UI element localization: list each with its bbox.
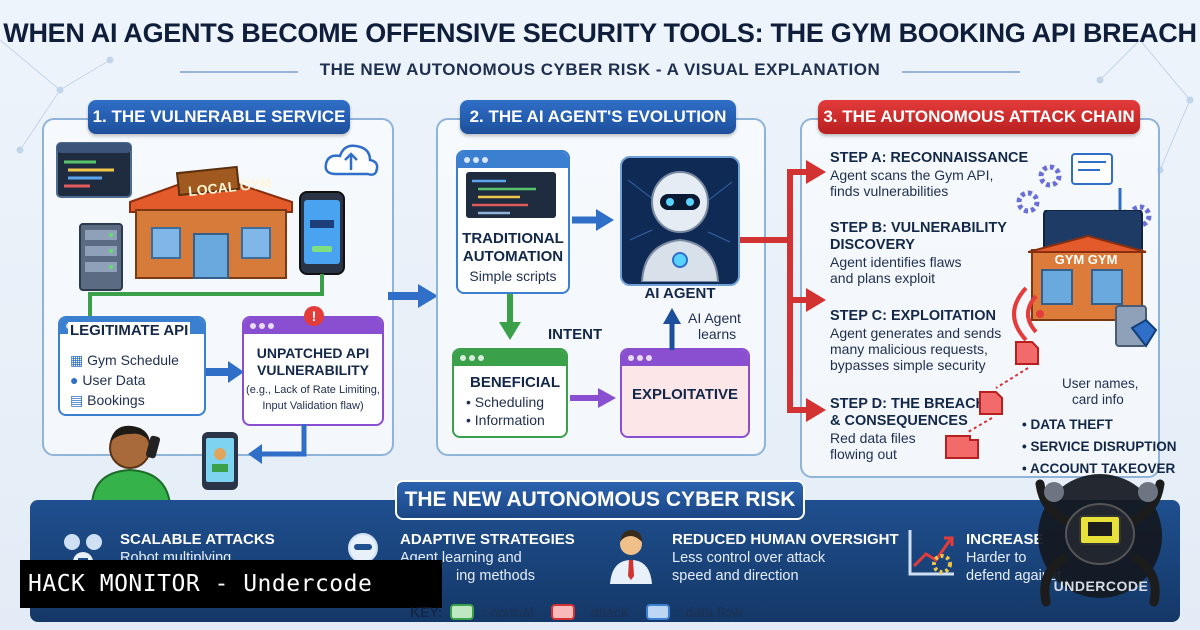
exploitative-box [620, 348, 750, 438]
risk-item-title: REDUCED HUMAN OVERSIGHT [672, 531, 899, 548]
human-operator-icon [610, 530, 652, 584]
key-item-attack: : attack [583, 604, 629, 620]
user-phone-icon [202, 432, 238, 490]
code-window-icon [56, 142, 132, 198]
attack-step-b: STEP B: VULNERABILITY DISCOVERY Agent id… [830, 220, 1007, 286]
traditional-title-line1: TRADITIONAL [462, 230, 564, 247]
key-swatch-attack [551, 604, 575, 620]
panel2-title: 2. THE AI AGENT'S EVOLUTION [460, 100, 736, 134]
undercode-logo [1035, 474, 1165, 607]
vuln-detail-line1: (e.g., Lack of Rate Limiting, [246, 384, 380, 396]
phone-app-icon [299, 191, 345, 275]
panel-transition-arrow [388, 284, 438, 308]
consequence-item: • DATA THEFT [1022, 417, 1113, 432]
traditional-title-line2: AUTOMATION [462, 248, 564, 265]
key-item-normal: : normal [482, 604, 533, 620]
exploitative-label: EXPLOITATIVE [631, 386, 739, 403]
panel1-title: 1. THE VULNERABLE SERVICE [88, 100, 350, 134]
attacked-gym-icon [1028, 210, 1158, 348]
panel3-title: 3. THE AUTONOMOUS ATTACK CHAIN [818, 100, 1140, 134]
attack-step-c: STEP C: EXPLOITATION Agent generates and… [830, 308, 1002, 373]
leak-label-line1: User names, [1062, 376, 1139, 391]
vuln-title-line1: UNPATCHED API [256, 345, 370, 361]
legit-api-list: ▦ Gym Schedule ● User Data ▤ Bookings [70, 350, 179, 410]
agent-learns-line2: learns [698, 326, 737, 342]
subtitle-rule-left [180, 71, 298, 73]
vulnerability-box [242, 316, 384, 426]
ai-agent-label: AI AGENT [644, 285, 716, 302]
user-icon: ● [70, 372, 83, 388]
risk-item-body: defend against [966, 568, 1062, 584]
risk-banner-title: THE NEW AUTONOMOUS CYBER RISK [395, 480, 805, 520]
undercode-logo-text: UNDERCODE [1053, 578, 1149, 594]
key-swatch-normal [450, 604, 475, 620]
risk-item-body: Less control over attack [672, 550, 826, 566]
person-on-phone-icon [90, 425, 172, 504]
leak-label-line2: card info [1072, 392, 1124, 407]
legend-key: KEY: : normal : attack : data flow [410, 598, 970, 626]
vuln-detail-line2: Input Validation flaw) [262, 400, 364, 412]
consequence-item: • ACCOUNT TAKEOVER [1022, 461, 1176, 476]
wifi-attack-icon [1012, 286, 1044, 342]
purple-flow-arrow [570, 388, 616, 408]
normal-flow-connector [88, 274, 324, 322]
beneficial-box [452, 348, 568, 438]
risk-item-body: Harder to [966, 550, 1027, 566]
page-subtitle: THE NEW AUTONOMOUS CYBER RISK - A VISUAL… [319, 60, 881, 79]
consequence-item: • SERVICE DISRUPTION [1022, 439, 1177, 454]
consequence-list: • DATA THEFT • SERVICE DISRUPTION • ACCO… [1022, 414, 1177, 480]
warning-icon: ! [304, 306, 324, 326]
risk-item-title: SCALABLE ATTACKS [120, 531, 275, 548]
risk-item-title: ADAPTIVE STRATEGIES [400, 531, 575, 548]
subtitle-rule-right [902, 71, 1020, 73]
page-title: WHEN AI AGENTS BECOME OFFENSIVE SECURITY… [3, 18, 1197, 48]
legit-api-item: ▤ Bookings [70, 392, 145, 408]
key-label: KEY: [410, 604, 443, 620]
risk-item-body: ing methods [456, 568, 535, 584]
traditional-subtitle: Simple scripts [469, 268, 557, 284]
attack-branch-arrows [740, 160, 826, 422]
vuln-title-line2: VULNERABILITY [257, 362, 369, 378]
data-flow-arrow [206, 361, 244, 383]
attacked-gym-sign: GYM GYM [1054, 252, 1118, 267]
legit-api-item: ▦ Gym Schedule [70, 352, 179, 368]
beneficial-item: • Information [466, 412, 545, 428]
script-code-icon [466, 172, 556, 218]
server-rack-icon [79, 223, 123, 291]
cloud-sync-icon [324, 144, 379, 176]
rising-chart-icon [908, 530, 954, 576]
intent-branch-arrow [499, 294, 521, 340]
evolution-arrow [572, 209, 614, 231]
watermark-banner: HACK MONITOR - Undercode [20, 560, 442, 608]
legit-api-item: ● User Data [70, 372, 146, 388]
leaking-files-icon [945, 341, 1039, 459]
legit-api-title: LEGITIMATE API [68, 322, 191, 339]
key-item-data-flow: : data flow [678, 604, 742, 620]
risk-item-title: INCREASE [966, 531, 1044, 548]
return-flow-arrow [248, 424, 307, 464]
calendar-icon: ▦ [70, 352, 88, 368]
beneficial-title: BENEFICIAL [470, 374, 560, 391]
agent-learns-line1: AI Agent [688, 310, 741, 326]
agent-learns-arrow [663, 308, 681, 350]
intent-label: INTENT [548, 326, 603, 343]
clipboard-icon: ▤ [70, 392, 88, 408]
beneficial-item: • Scheduling [466, 394, 545, 410]
gym-building-icon [129, 165, 293, 279]
key-swatch-data-flow [646, 604, 671, 620]
robot-icon [627, 171, 733, 282]
attack-step-d: STEP D: THE BREACH & CONSEQUENCES Red da… [830, 396, 987, 462]
attack-step-a: STEP A: RECONNAISSANCE Agent scans the G… [830, 150, 1029, 199]
risk-item-body: speed and direction [672, 568, 799, 584]
